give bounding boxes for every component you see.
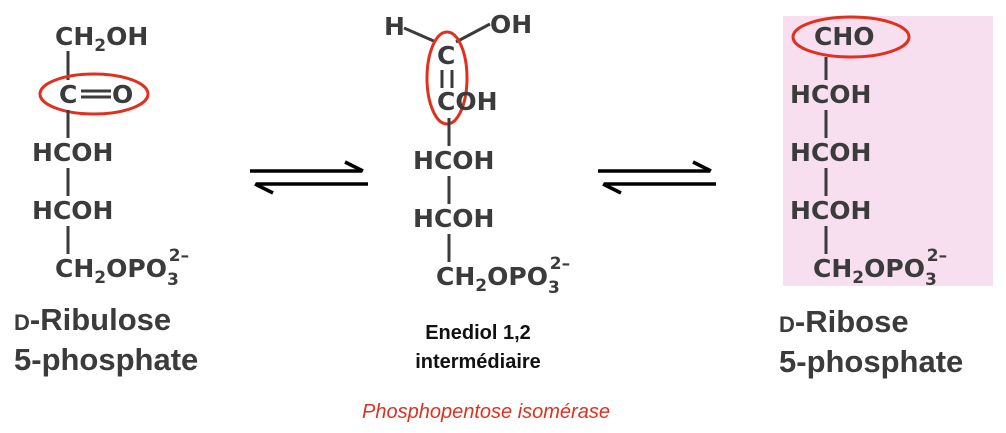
enediol-h: H <box>384 12 405 41</box>
enediol-highlight-ring <box>425 30 469 126</box>
enediol-name-line1: Enediol 1,2 <box>425 322 531 344</box>
equilibrium-arrows-right <box>598 160 716 195</box>
enediol-structure: H C OH COH HCOH HCOH CH2OPO32– <box>384 10 570 298</box>
enzyme-label: Phosphopentose isomérase <box>362 401 610 423</box>
enediol-c2: COH <box>437 87 498 116</box>
aldehyde-highlight-ring <box>791 15 911 59</box>
ribulose-c3: HCOH <box>32 138 113 167</box>
ribose-panel <box>783 16 993 286</box>
ribose-c1: CHO <box>814 22 875 51</box>
ribose-name-line1: D-Ribose <box>779 304 909 339</box>
ribose-structure: CHO HCOH HCOH HCOH CH2OPO32– <box>790 15 947 290</box>
equilibrium-arrows-left <box>250 160 368 195</box>
ribose-c5: CH2OPO32– <box>813 246 947 290</box>
ribulose-c2-carbon: C <box>59 80 77 109</box>
ribulose-structure: CH2OH C O HCOH HCOH CH2OPO32– <box>32 22 189 290</box>
enediol-c4: HCOH <box>413 204 494 233</box>
ribose-c2: HCOH <box>790 80 871 109</box>
ribulose-name-line1: D-Ribulose <box>14 302 171 337</box>
bond <box>455 22 491 44</box>
enediol-c1: C <box>437 41 455 70</box>
enediol-c1-oh: OH <box>490 10 532 39</box>
ribose-c4: HCOH <box>790 196 871 225</box>
ribulose-c2-oxygen: O <box>112 80 133 109</box>
ribulose-c5: CH2OPO32– <box>55 246 189 290</box>
ribose-c3: HCOH <box>790 138 871 167</box>
enediol-c5: CH2OPO32– <box>436 254 570 298</box>
ketone-highlight-ring <box>38 72 150 116</box>
enediol-name-line2: intermédiaire <box>415 351 541 373</box>
ribulose-c1: CH2OH <box>55 22 148 56</box>
bond <box>403 26 437 44</box>
ribulose-c4: HCOH <box>32 196 113 225</box>
ribulose-name-line2: 5-phosphate <box>14 342 198 377</box>
enediol-c3: HCOH <box>413 146 494 175</box>
ribose-name-line2: 5-phosphate <box>779 344 963 379</box>
